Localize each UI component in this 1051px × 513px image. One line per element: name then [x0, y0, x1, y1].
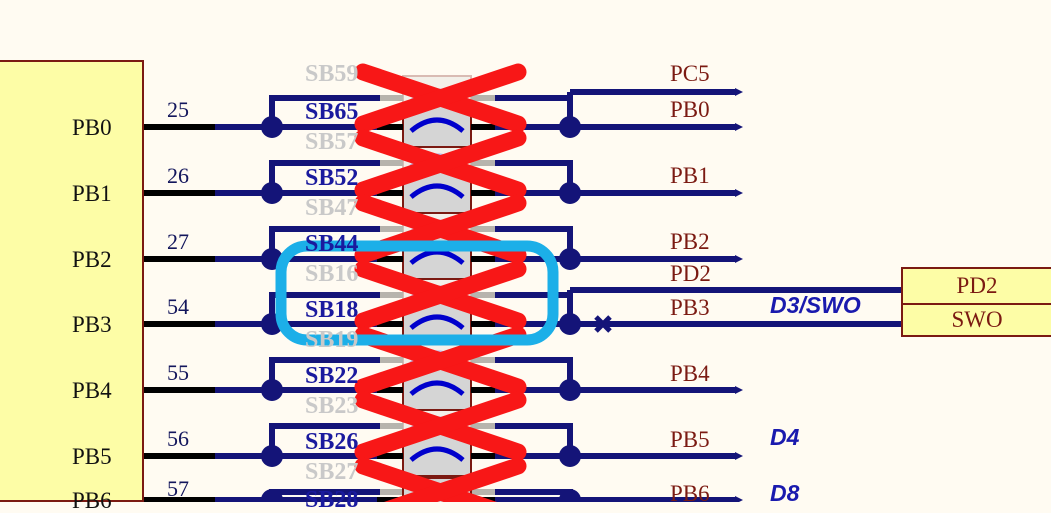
sb-label-sb59: SB59: [305, 61, 359, 87]
net-label-pb2: PB2: [670, 229, 710, 254]
mcu-pin-label-pb2: PB2: [72, 247, 112, 272]
connector-divider: [903, 303, 1051, 305]
net-label-pb1: PB1: [670, 163, 710, 188]
alias-label-d3-swo: D3/SWO: [770, 292, 861, 318]
alias-label-d8: D8: [770, 480, 800, 506]
sb-label-sb23: SB23: [305, 393, 359, 419]
mcu-pin-label-pb6: PB6: [72, 488, 112, 513]
pin-number-54: 54: [167, 294, 189, 319]
net-label-pc5: PC5: [670, 61, 710, 86]
sb-label-sb22: SB22: [305, 363, 359, 389]
mcu-pin-label-pb4: PB4: [72, 378, 112, 403]
schematic-canvas: PB0 PB1 PB2 PB3 PB4 PB5 PB6 25 26 27 54 …: [0, 60, 1051, 512]
net-label-pb4: PB4: [670, 361, 710, 386]
sb-label-sb27: SB27: [305, 459, 359, 485]
pin-number-57: 57: [167, 476, 189, 501]
sb-label-sb26: SB26: [305, 429, 359, 455]
cyan-highlight-rect: [275, 240, 559, 346]
pin-number-56: 56: [167, 426, 189, 451]
connector-row-swo: SWO: [951, 307, 1003, 332]
alias-label-d4: D4: [770, 424, 800, 450]
pin-number-25: 25: [167, 97, 189, 122]
net-label-pb6: PB6: [670, 481, 710, 506]
net-label-pb5: PB5: [670, 427, 710, 452]
sb-label-sb65: SB65: [305, 99, 359, 125]
net-label-pd2: PD2: [670, 261, 711, 286]
pin-to-junction-wires: [215, 124, 380, 502]
sb-label-sb47: SB47: [305, 195, 359, 221]
net-feed-stubs: [495, 92, 573, 298]
connector-row-pd2: PD2: [956, 273, 998, 298]
sb-label-sb57: SB57: [305, 129, 359, 155]
pin-number-27: 27: [167, 229, 189, 254]
sb-label-sb16: SB16: [305, 261, 359, 287]
junction-dots-right: [559, 116, 581, 502]
schematic-wiring: [144, 63, 943, 502]
sb-label-sb44: SB44: [305, 231, 359, 257]
mcu-pin-stubs: [144, 124, 215, 502]
swo-connector-block: PD2 SWO: [901, 267, 1051, 337]
sb-label-sb19: SB19: [305, 327, 359, 353]
cross-out-marks: [354, 63, 527, 502]
sb-label-sb52: SB52: [305, 165, 359, 191]
mcu-port-b-block: [0, 60, 144, 502]
sb-label-sb18: SB18: [305, 297, 359, 323]
mcu-pin-label-pb1: PB1: [72, 181, 112, 206]
mcu-pin-label-pb5: PB5: [72, 444, 112, 469]
net-label-pb3: PB3: [670, 295, 710, 320]
mcu-pin-label-pb3: PB3: [72, 312, 112, 337]
no-connect-x-icon: [594, 315, 612, 333]
mcu-pin-label-pb0: PB0: [72, 115, 112, 140]
pin-number-55: 55: [167, 360, 189, 385]
sb-label-sb28: SB28: [305, 487, 359, 513]
pin-number-26: 26: [167, 163, 189, 188]
net-label-pb0: PB0: [670, 97, 710, 122]
